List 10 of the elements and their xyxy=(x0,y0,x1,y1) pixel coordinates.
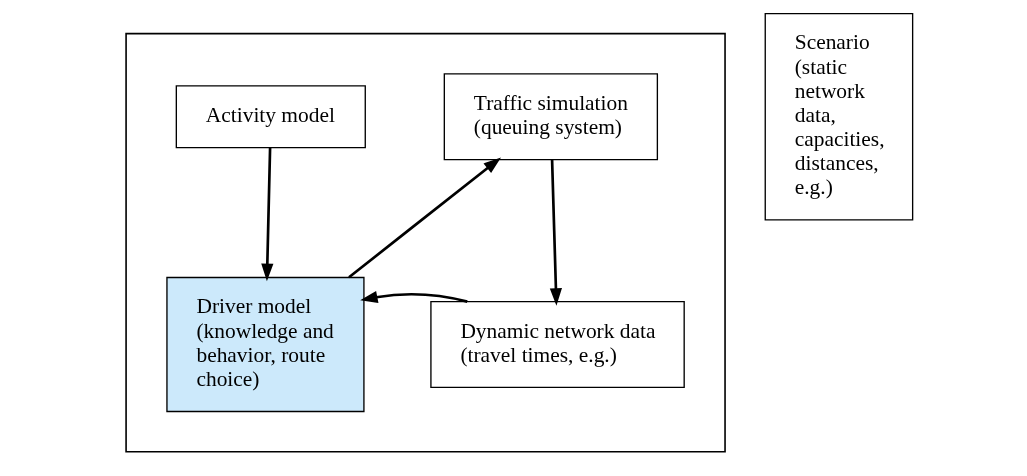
arrow xyxy=(347,157,501,279)
arrow xyxy=(260,147,273,282)
node-box: Dynamic network data (travel times, e.g.) xyxy=(429,300,685,389)
node-box: Activity model xyxy=(175,85,366,149)
node-box: Driver model (knowledge and behavior, route choice) xyxy=(165,276,365,413)
arrow xyxy=(359,291,468,303)
cluster xyxy=(124,32,726,453)
arrow xyxy=(549,159,562,306)
node-box: Scenario (static network data, capacities, distances, e.g.) xyxy=(764,12,913,221)
node-box: Traffic simulation (queuing system) xyxy=(443,73,658,161)
